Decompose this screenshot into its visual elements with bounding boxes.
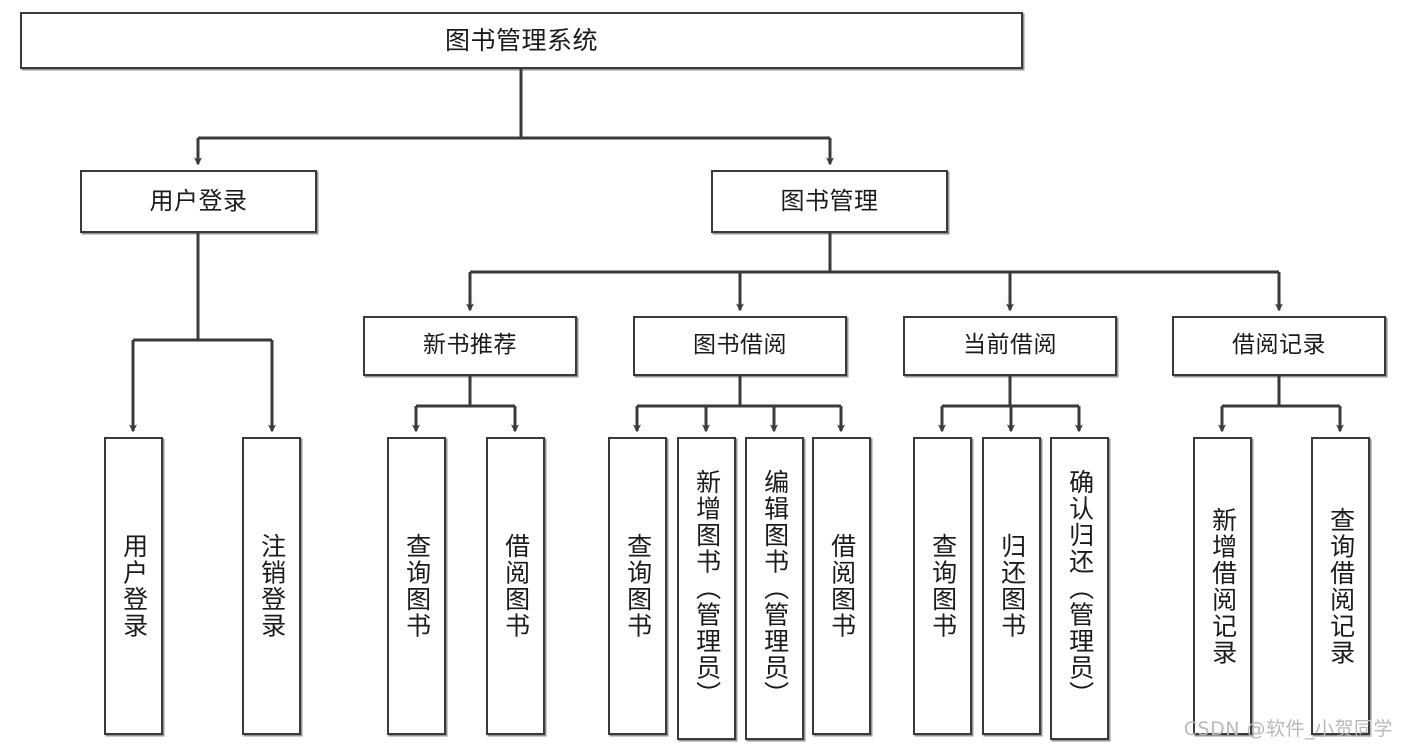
node-label: 借阅图书 [501, 533, 531, 639]
node-new-book-recommend[interactable]: 新书推荐 [363, 316, 577, 376]
node-label: 借阅记录 [1232, 332, 1326, 359]
leaf-query-book-recommend[interactable]: 查询图书 [387, 437, 446, 735]
node-book-management[interactable]: 图书管理 [711, 170, 948, 233]
node-label: 新书推荐 [423, 332, 517, 359]
node-label: 查询图书 [623, 533, 653, 639]
node-label: 图书管理系统 [444, 25, 598, 55]
leaf-query-book-current[interactable]: 查询图书 [913, 437, 972, 735]
node-label: 查询图书 [928, 533, 958, 639]
watermark-text: CSDN @软件_小贺同学 [1183, 718, 1393, 740]
node-label: 图书借阅 [693, 332, 787, 359]
node-label: 借阅图书 [827, 533, 857, 639]
leaf-confirm-return-admin[interactable]: 确认归还（管理员） [1050, 437, 1109, 740]
node-label: 查询借阅记录 [1326, 506, 1356, 666]
leaf-logout[interactable]: 注销登录 [242, 437, 301, 735]
node-label: 用户登录 [149, 187, 248, 216]
node-root-system[interactable]: 图书管理系统 [20, 12, 1023, 69]
leaf-add-book-admin[interactable]: 新增图书（管理员） [677, 437, 736, 740]
node-borrow-records[interactable]: 借阅记录 [1172, 316, 1386, 376]
node-label: 图书管理 [780, 187, 879, 216]
node-current-borrow[interactable]: 当前借阅 [903, 316, 1117, 376]
leaf-borrow-book[interactable]: 借阅图书 [812, 437, 871, 735]
node-label: 注销登录 [257, 533, 287, 639]
leaf-edit-book-admin[interactable]: 编辑图书（管理员） [745, 437, 804, 740]
node-label: 确认归还（管理员） [1065, 469, 1095, 708]
leaf-borrow-book-recommend[interactable]: 借阅图书 [486, 437, 545, 735]
node-label: 归还图书 [997, 533, 1027, 639]
node-label: 查询图书 [402, 533, 432, 639]
leaf-query-book-borrow[interactable]: 查询图书 [608, 437, 667, 735]
node-label: 编辑图书（管理员） [760, 469, 790, 708]
leaf-query-borrow-record[interactable]: 查询借阅记录 [1311, 437, 1370, 735]
node-label: 用户登录 [119, 533, 149, 639]
leaf-return-book[interactable]: 归还图书 [982, 437, 1041, 735]
node-label: 当前借阅 [963, 332, 1057, 359]
leaf-add-borrow-record[interactable]: 新增借阅记录 [1193, 437, 1252, 735]
leaf-user-login[interactable]: 用户登录 [104, 437, 163, 735]
node-label: 新增借阅记录 [1208, 506, 1238, 666]
node-label: 新增图书（管理员） [692, 469, 722, 708]
node-user-login[interactable]: 用户登录 [80, 170, 317, 233]
node-book-borrow[interactable]: 图书借阅 [633, 316, 847, 376]
